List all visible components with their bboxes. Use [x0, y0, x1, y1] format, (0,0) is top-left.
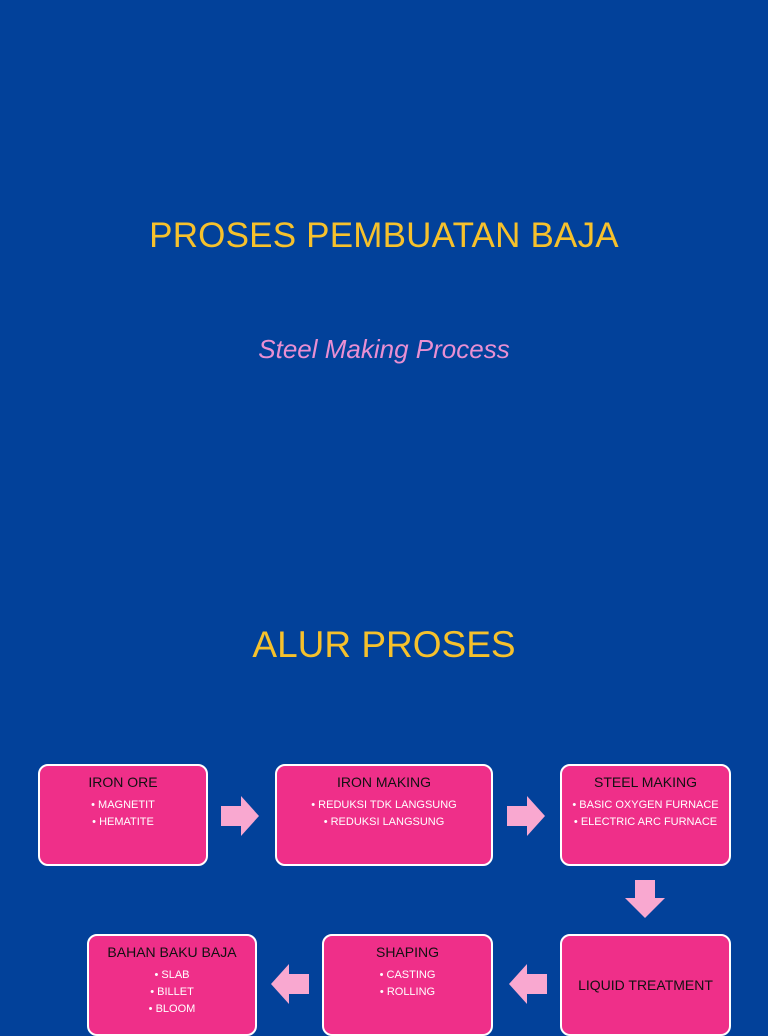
box-item: ROLLING	[324, 984, 491, 1001]
box-title: BAHAN BAKU BAJA	[107, 944, 237, 960]
arrow-right-icon	[221, 796, 259, 836]
box-item-list: CASTING ROLLING	[324, 967, 491, 1001]
box-item: SLAB	[89, 967, 255, 984]
box-item: CASTING	[324, 967, 491, 984]
box-item: MAGNETIT	[40, 797, 206, 814]
box-item: REDUKSI LANGSUNG	[277, 814, 491, 831]
box-liquid-treatment: LIQUID TREATMENT	[560, 934, 731, 1036]
slide-title: PROSES PEMBUATAN BAJA	[149, 216, 619, 255]
box-title: IRON ORE	[88, 774, 158, 790]
box-item: BASIC OXYGEN FURNACE	[562, 797, 729, 814]
box-title: STEEL MAKING	[594, 774, 697, 790]
box-item: ELECTRIC ARC FURNACE	[562, 814, 729, 831]
box-title: SHAPING	[375, 944, 439, 960]
arrow-down-icon	[625, 880, 665, 918]
box-title: LIQUID TREATMENT	[578, 977, 713, 993]
process-flow-slide: ALUR PROSES IRON ORE MAGNETIT HEMATITE I…	[0, 560, 768, 1036]
box-item-list: REDUKSI TDK LANGSUNG REDUKSI LANGSUNG	[277, 797, 491, 831]
box-shaping: SHAPING CASTING ROLLING	[322, 934, 493, 1036]
box-item: BILLET	[89, 984, 255, 1001]
box-item-list: MAGNETIT HEMATITE	[40, 797, 206, 831]
box-iron-making: IRON MAKING REDUKSI TDK LANGSUNG REDUKSI…	[275, 764, 493, 866]
slide-subtitle: Steel Making Process	[258, 334, 510, 364]
arrow-left-icon	[271, 964, 309, 1004]
title-slide: PROSES PEMBUATAN BAJA Steel Making Proce…	[149, 216, 619, 364]
box-steel-making: STEEL MAKING BASIC OXYGEN FURNACE ELECTR…	[560, 764, 731, 866]
box-item: REDUKSI TDK LANGSUNG	[277, 797, 491, 814]
box-item-list: BASIC OXYGEN FURNACE ELECTRIC ARC FURNAC…	[562, 797, 729, 831]
box-item: BLOOM	[89, 1001, 255, 1018]
arrow-right-icon	[507, 796, 545, 836]
box-iron-ore: IRON ORE MAGNETIT HEMATITE	[38, 764, 208, 866]
box-item-list: SLAB BILLET BLOOM	[89, 967, 255, 1018]
flow-title: ALUR PROSES	[252, 624, 516, 665]
arrow-left-icon	[509, 964, 547, 1004]
box-bahan-baku-baja: BAHAN BAKU BAJA SLAB BILLET BLOOM	[87, 934, 257, 1036]
box-title: IRON MAKING	[336, 774, 432, 790]
box-item: HEMATITE	[40, 814, 206, 831]
